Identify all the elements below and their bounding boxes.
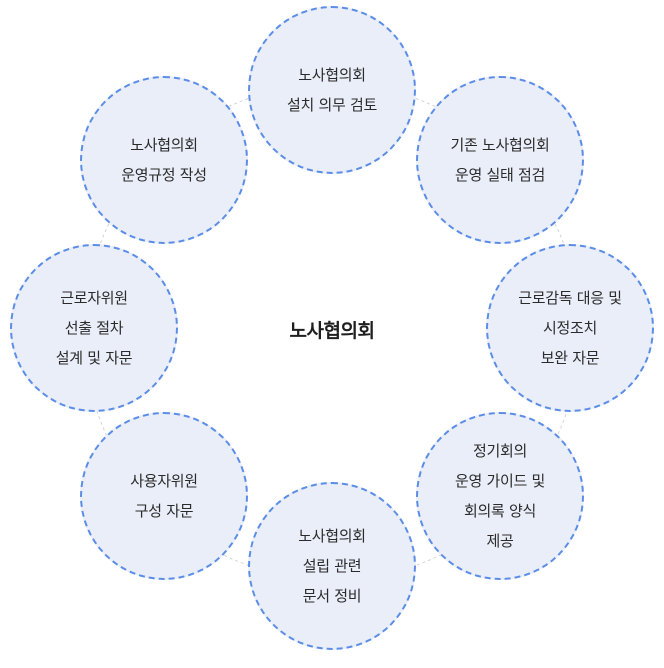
step-label-line: 노사협의회 bbox=[130, 136, 198, 154]
step-circle-regular-meeting: 정기회의 운영 가이드 및 회의록 양식 제공 bbox=[416, 412, 584, 580]
step-circle-document-setup: 노사협의회 설립 관련 문서 정비 bbox=[248, 482, 416, 650]
step-label-line: 구성 자문 bbox=[134, 502, 194, 520]
step-label-line: 노사협의회 bbox=[298, 66, 366, 84]
step-label-line: 회의록 양식 bbox=[464, 502, 536, 520]
step-label-line: 기존 노사협의회 bbox=[450, 136, 550, 154]
step-label-line: 설치 의무 검토 bbox=[287, 96, 377, 114]
step-circle-status-check: 기존 노사협의회 운영 실태 점검 bbox=[416, 76, 584, 244]
step-label-line: 선출 절차 bbox=[64, 319, 124, 337]
step-circle-install-review: 노사협의회 설치 의무 검토 bbox=[248, 6, 416, 174]
step-circle-worker-election: 근로자위원 선출 절차 설계 및 자문 bbox=[10, 244, 178, 412]
step-label-line: 제공 bbox=[486, 532, 514, 550]
step-label-line: 설계 및 자문 bbox=[55, 349, 133, 367]
step-label-line: 정기회의 bbox=[472, 442, 527, 460]
step-circle-employer-members: 사용자위원 구성 자문 bbox=[80, 412, 248, 580]
step-label-line: 운영 가이드 및 bbox=[455, 472, 545, 490]
step-label-line: 운영 실태 점검 bbox=[455, 166, 545, 184]
step-label-line: 설립 관련 bbox=[302, 557, 362, 575]
step-label-line: 노사협의회 bbox=[298, 527, 366, 545]
step-label-line: 보완 자문 bbox=[540, 349, 600, 367]
step-label-line: 근로자위원 bbox=[60, 289, 128, 307]
step-label-line: 운영규정 작성 bbox=[121, 166, 207, 184]
step-label-line: 근로감독 대응 및 bbox=[518, 289, 622, 307]
center-title: 노사협의회 bbox=[289, 320, 375, 342]
step-label-line: 시정조치 bbox=[542, 319, 597, 337]
step-label-line: 문서 정비 bbox=[302, 587, 362, 605]
step-circle-operating-rules: 노사협의회 운영규정 작성 bbox=[80, 76, 248, 244]
step-circle-inspection-response: 근로감독 대응 및 시정조치 보완 자문 bbox=[486, 244, 654, 412]
step-label-line: 사용자위원 bbox=[130, 472, 198, 490]
